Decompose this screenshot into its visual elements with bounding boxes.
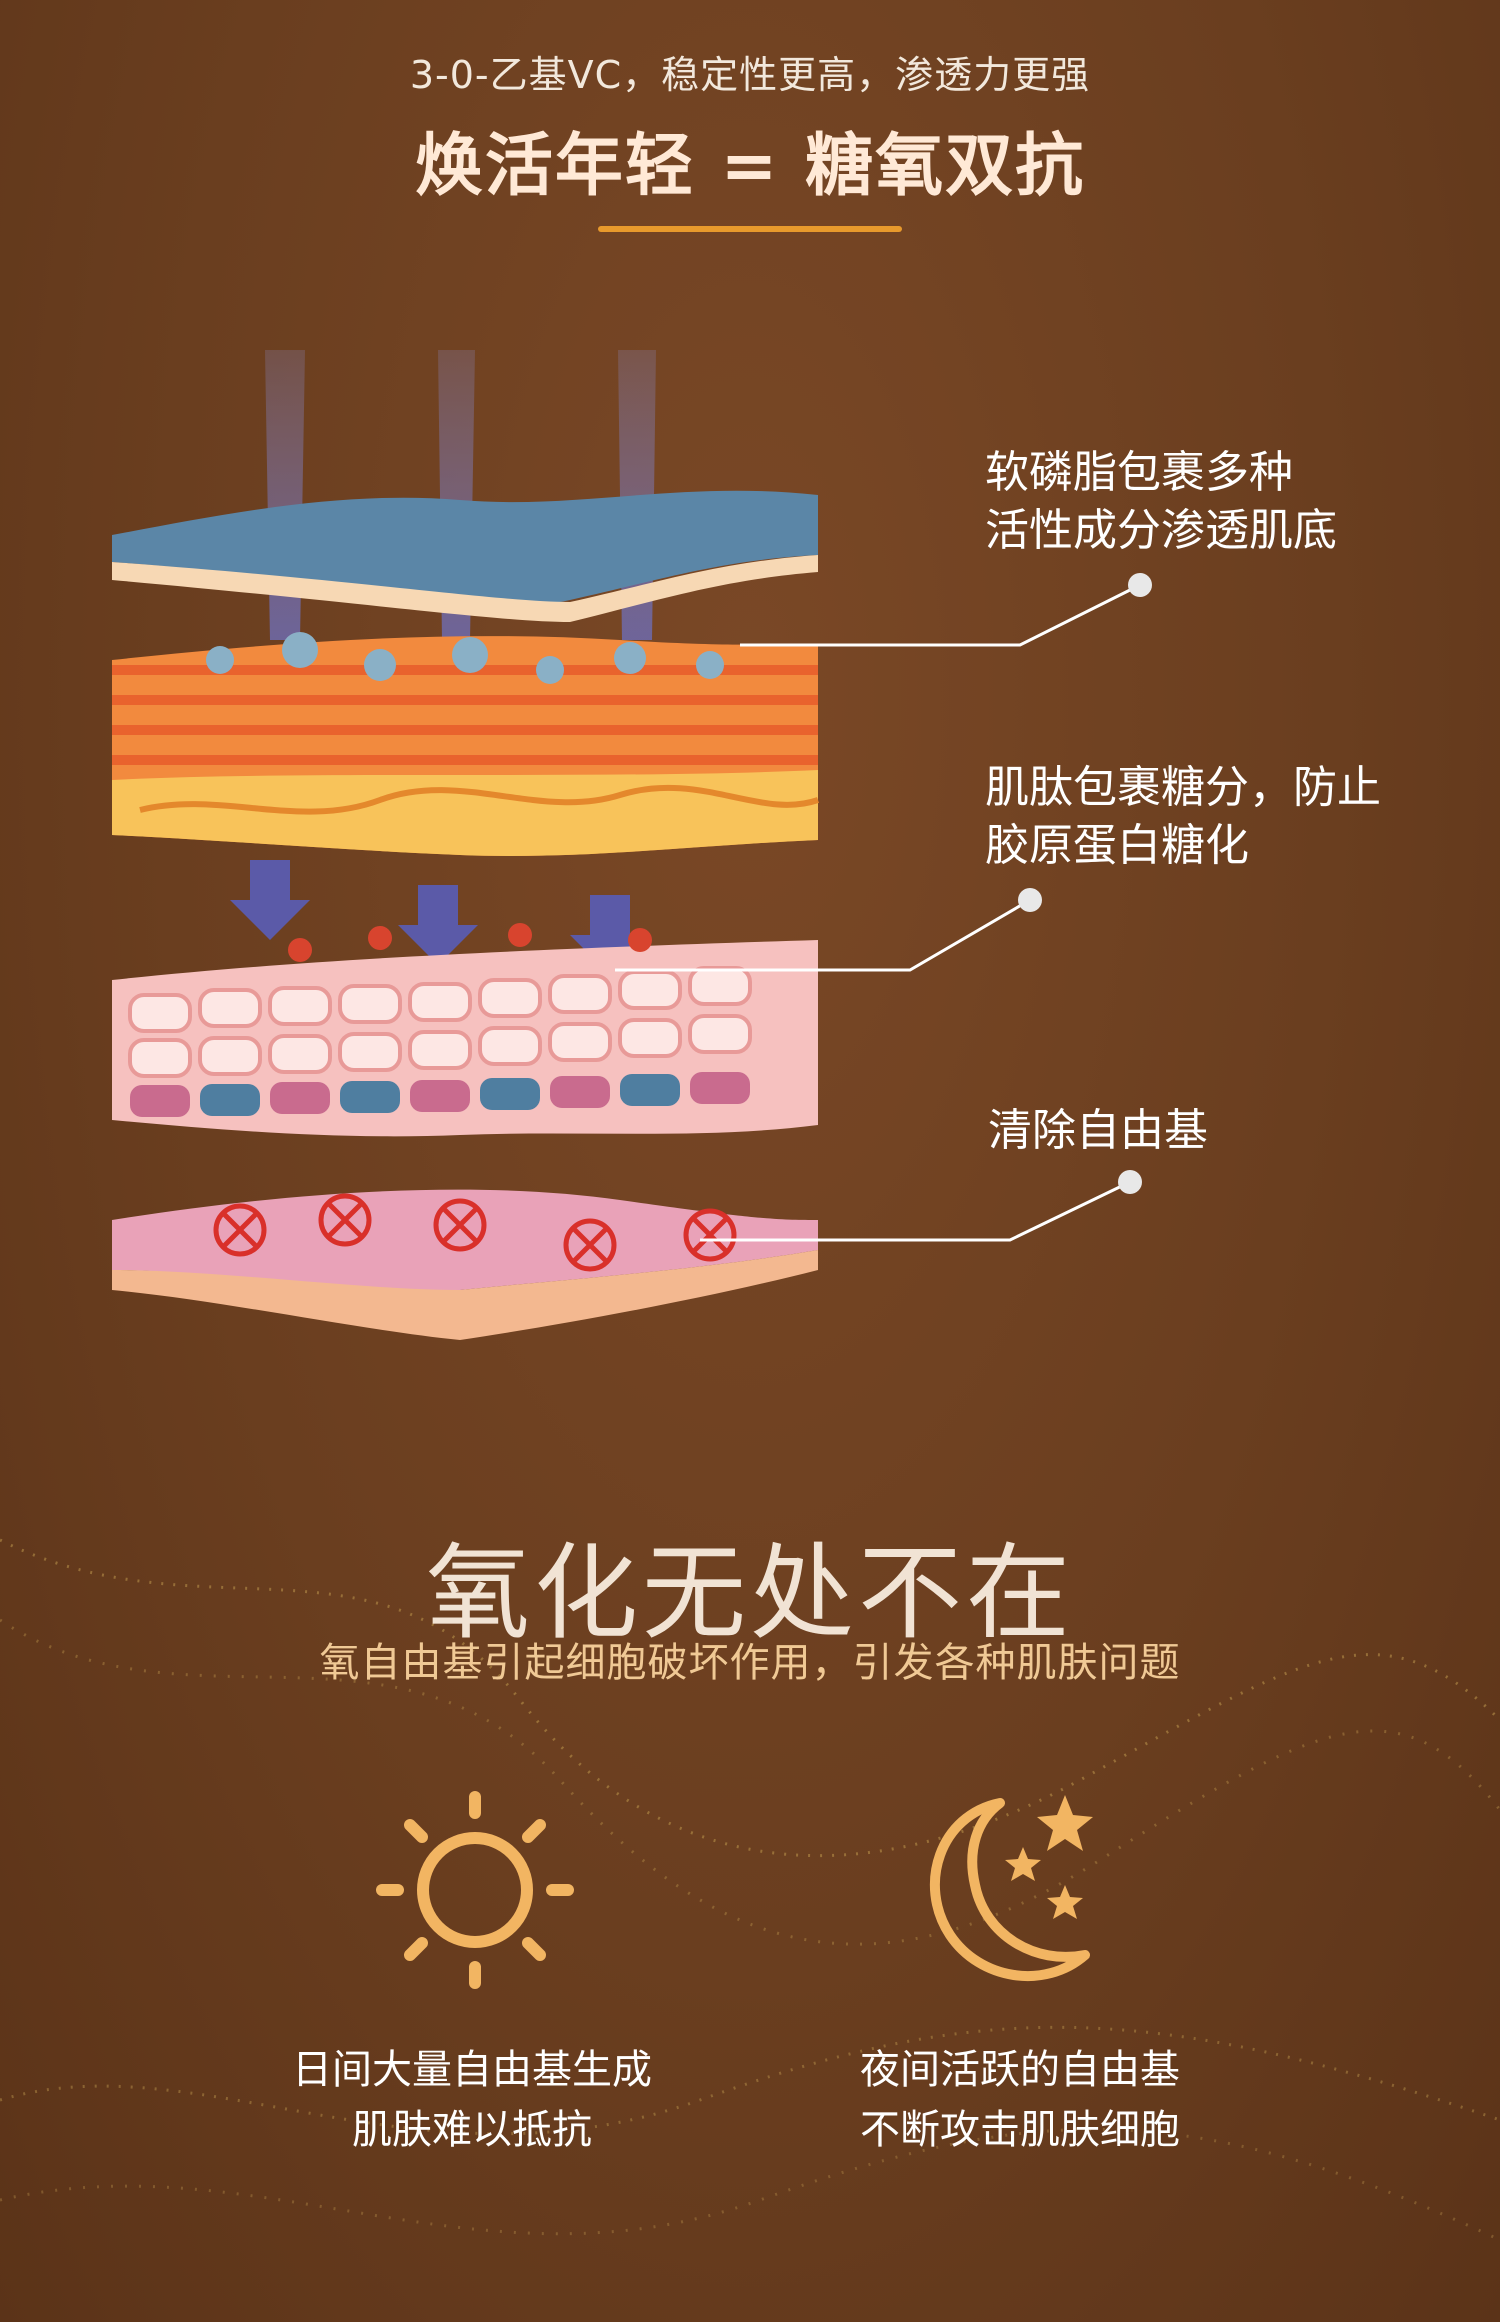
caption-line: 夜间活跃的自由基: [860, 2047, 1180, 2093]
annotation-lipid-penetration: 软磷脂包裹多种 活性成分渗透肌底: [985, 444, 1337, 560]
section-subtitle: 氧自由基引起细胞破坏作用，引发各种肌肤问题: [319, 1640, 1181, 1686]
skin-layer-epidermis: [112, 632, 819, 857]
annotation-free-radical: 清除自由基: [988, 1102, 1208, 1160]
moon-stars-icon: [929, 1795, 1093, 1981]
caption-line: 不断攻击肌肤细胞: [860, 2107, 1180, 2153]
leader-lines: [615, 643, 840, 1242]
section-title: 氧化无处不在: [425, 1532, 1074, 1654]
annotation-line: 胶原蛋白糖化: [985, 820, 1249, 871]
skin-layer-bottom: [112, 1189, 818, 1340]
skin-layer-top: [112, 490, 818, 622]
leader-lines-right: [840, 573, 1152, 1242]
header-title: 焕活年轻 = 糖氧双抗: [414, 127, 1086, 206]
annotation-carnosine-antiglycation: 肌肽包裹糖分，防止 胶原蛋白糖化: [985, 759, 1381, 875]
sun-icon: [376, 1791, 574, 1989]
header-subtitle: 3-0-乙基VC，稳定性更高，渗透力更强: [409, 53, 1091, 97]
caption-line: 日间大量自由基生成: [292, 2047, 652, 2093]
night-caption: 夜间活跃的自由基 不断攻击肌肤细胞: [760, 2040, 1280, 2160]
skin-layers-illustration: [112, 350, 840, 1340]
gold-dot-wave-decoration: [0, 1538, 1500, 2242]
day-caption: 日间大量自由基生成 肌肤难以抵抗: [212, 2040, 732, 2160]
title-underline: [598, 226, 902, 232]
skin-layer-dermis: [112, 923, 818, 1137]
annotation-line: 软磷脂包裹多种: [985, 447, 1293, 498]
annotation-line: 肌肽包裹糖分，防止: [985, 762, 1381, 813]
annotation-line: 清除自由基: [988, 1105, 1208, 1156]
annotation-line: 活性成分渗透肌底: [985, 505, 1337, 556]
caption-line: 肌肤难以抵抗: [352, 2107, 592, 2153]
